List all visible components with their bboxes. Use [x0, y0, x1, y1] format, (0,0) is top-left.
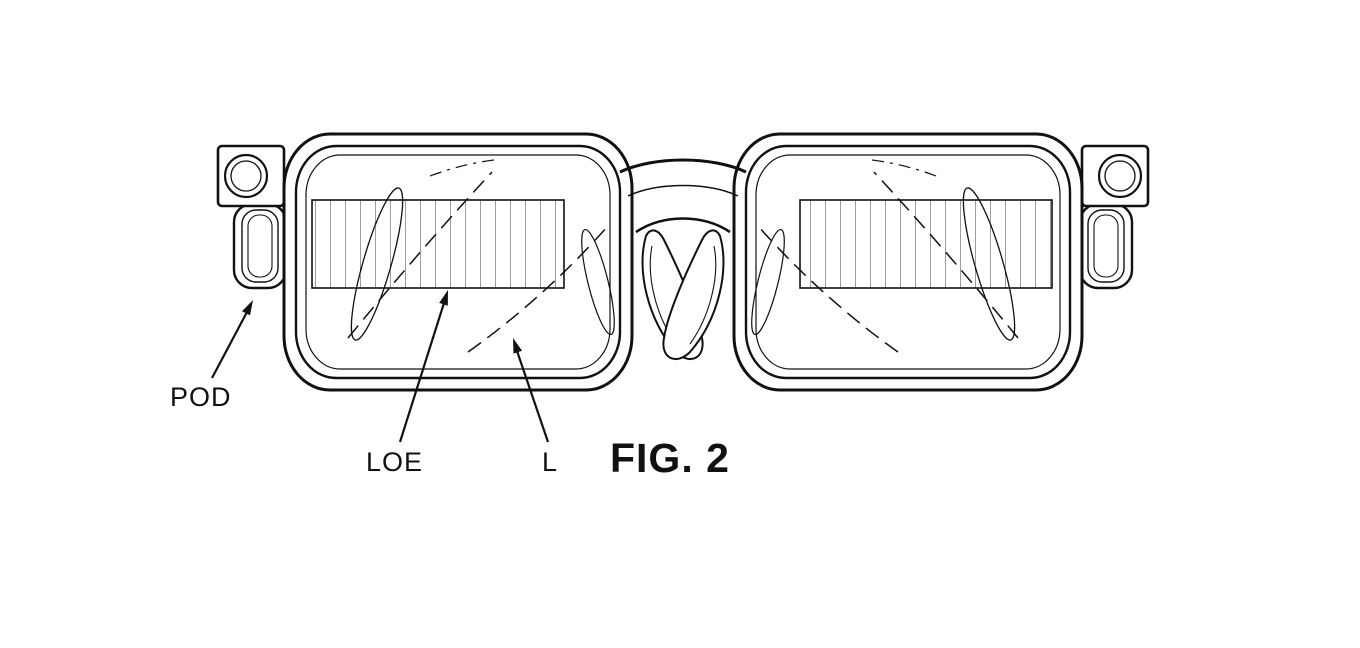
left-camera-pod — [216, 144, 286, 208]
pod-arrow — [211, 300, 253, 379]
left-lens — [305, 154, 611, 370]
right-nose-pad — [662, 229, 725, 360]
right-camera-pod — [1080, 144, 1150, 208]
right-loe-grating — [799, 199, 1053, 289]
l-arrow — [513, 338, 550, 443]
loe-label: LOE — [366, 447, 423, 477]
left-loe-grating — [311, 199, 565, 289]
l-label: L — [542, 447, 558, 477]
left-hinge — [232, 202, 288, 290]
figure-caption: FIG. 2 — [610, 435, 730, 481]
loe-arrow — [398, 290, 448, 443]
left-lens-light-paths — [347, 159, 609, 353]
right-lens-reflections — [751, 187, 1016, 341]
right-lens — [755, 154, 1061, 370]
bridge — [619, 158, 747, 234]
right-lens-light-paths — [757, 159, 1019, 353]
left-lens-reflections — [350, 187, 615, 341]
right-hinge — [1078, 202, 1134, 290]
pod-label: POD — [170, 382, 232, 412]
